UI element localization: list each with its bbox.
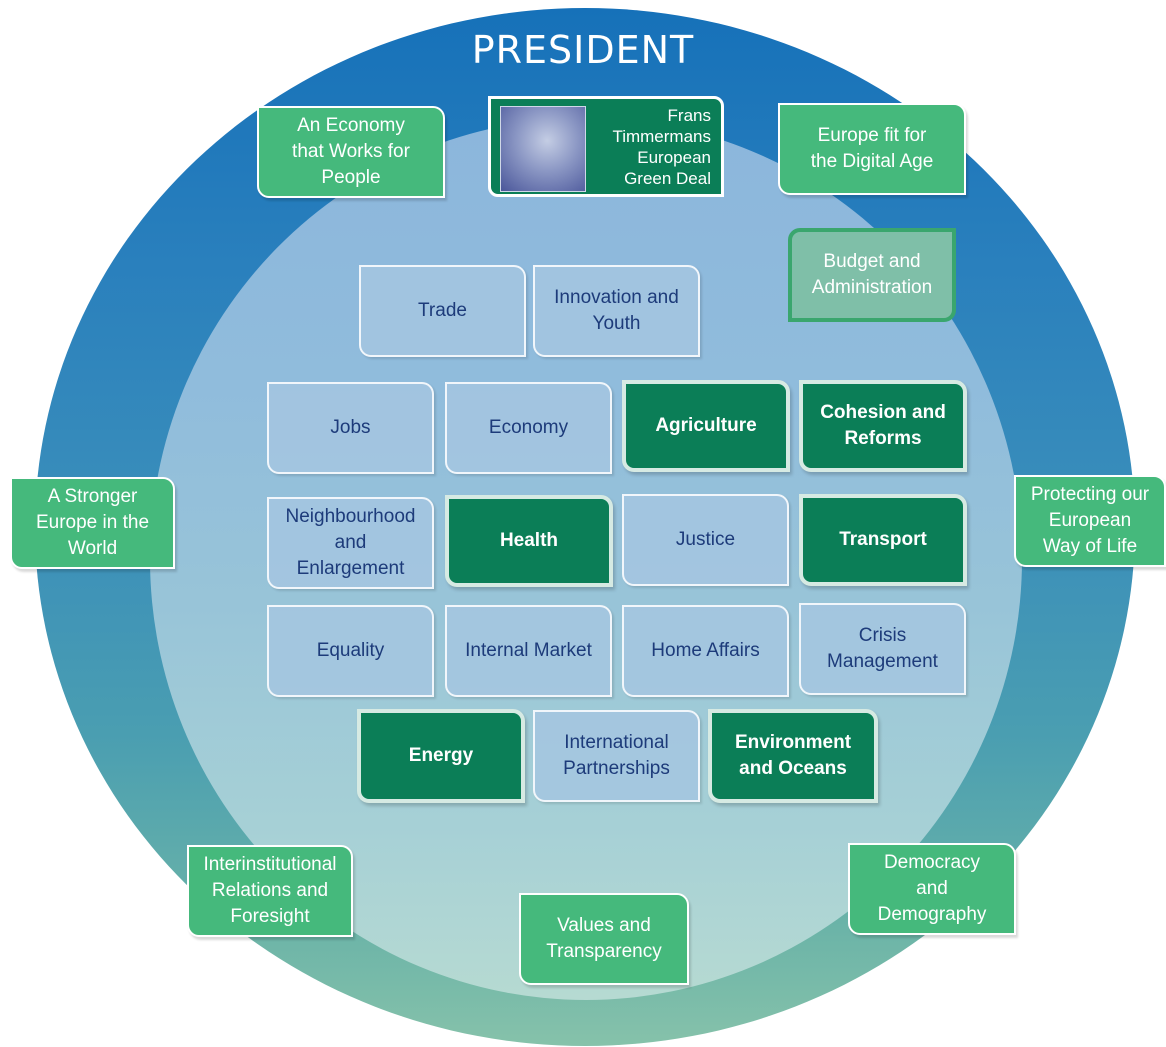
label-line: and <box>916 878 948 899</box>
label-line: Democracy <box>883 852 981 873</box>
label-line: Internal Market <box>465 640 592 661</box>
vp-name-line-2: Timmermans <box>612 127 711 146</box>
portfolio-home-affairs[interactable]: Home Affairs <box>622 605 789 697</box>
label-line: Interinstitutional <box>203 854 337 875</box>
portfolio-energy[interactable]: Energy <box>357 709 525 803</box>
label-line: and Oceans <box>739 758 847 779</box>
label-line: Justice <box>675 529 736 550</box>
priority-digital-age[interactable]: Europe fit for the Digital Age <box>778 103 966 195</box>
label-line: the Digital Age <box>810 151 934 172</box>
portfolio-economy[interactable]: Economy <box>445 382 612 474</box>
portfolio-equality[interactable]: Equality <box>267 605 434 697</box>
portfolio-justice[interactable]: Justice <box>622 494 789 586</box>
vp-portfolio-line-2: Green Deal <box>624 169 711 188</box>
vice-president-text: Frans Timmermans European Green Deal <box>612 105 711 189</box>
president-title: PRESIDENT <box>471 28 695 72</box>
label-line: Innovation and <box>554 287 679 308</box>
label-line: that Works for <box>292 141 410 162</box>
label-line: Transport <box>839 529 927 550</box>
label-line: Economy <box>488 417 569 438</box>
label-line: Reforms <box>844 428 922 449</box>
vice-president-card[interactable]: Frans Timmermans European Green Deal <box>488 96 724 197</box>
portfolio-agriculture[interactable]: Agriculture <box>622 380 790 472</box>
label-line: Europe in the <box>35 512 150 533</box>
label-line: Energy <box>408 745 474 766</box>
label-line: Foresight <box>230 906 310 927</box>
label-line: Protecting our <box>1030 484 1150 505</box>
portfolio-transport[interactable]: Transport <box>799 494 967 586</box>
portfolio-internal-market[interactable]: Internal Market <box>445 605 612 697</box>
label-line: Demography <box>877 904 987 925</box>
label-line: Crisis <box>858 625 907 646</box>
label-line: World <box>67 538 118 559</box>
label-line: Administration <box>811 277 933 298</box>
label-line: Trade <box>418 300 467 321</box>
label-line: Home Affairs <box>651 640 760 661</box>
vp-portfolio-line-1: European <box>637 148 711 167</box>
label-line: International <box>564 732 669 753</box>
label-line: Cohesion and <box>820 402 946 423</box>
label-line: Health <box>499 530 559 551</box>
label-line: Equality <box>316 640 385 661</box>
label-line: Enlargement <box>296 558 405 579</box>
label-line: Europe fit for <box>817 125 927 146</box>
portfolio-health[interactable]: Health <box>445 495 613 587</box>
label-line: Jobs <box>330 417 371 438</box>
label-line: Relations and <box>211 880 329 901</box>
label-line: European <box>1048 510 1132 531</box>
label-line: and <box>334 532 367 553</box>
portrait-photo <box>500 106 586 192</box>
portfolio-environment-oceans[interactable]: Environment and Oceans <box>708 709 878 803</box>
portfolio-jobs[interactable]: Jobs <box>267 382 434 474</box>
label-line: Values and <box>557 915 651 936</box>
label-line: People <box>321 167 381 188</box>
label-line: Management <box>827 651 938 672</box>
label-line: A Stronger <box>47 486 138 507</box>
label-line: Transparency <box>546 941 662 962</box>
label-line: Agriculture <box>655 415 757 436</box>
label-line: Partnerships <box>563 758 670 779</box>
portfolio-trade[interactable]: Trade <box>359 265 526 357</box>
label-line: An Economy <box>297 115 405 136</box>
label-line: Budget and <box>823 251 921 272</box>
label-line: Neighbourhood <box>285 506 416 527</box>
label-line: Environment <box>734 732 852 753</box>
vp-name-line-1: Frans <box>667 106 711 125</box>
label-line: Youth <box>592 313 641 334</box>
label-line: Way of Life <box>1042 536 1138 557</box>
